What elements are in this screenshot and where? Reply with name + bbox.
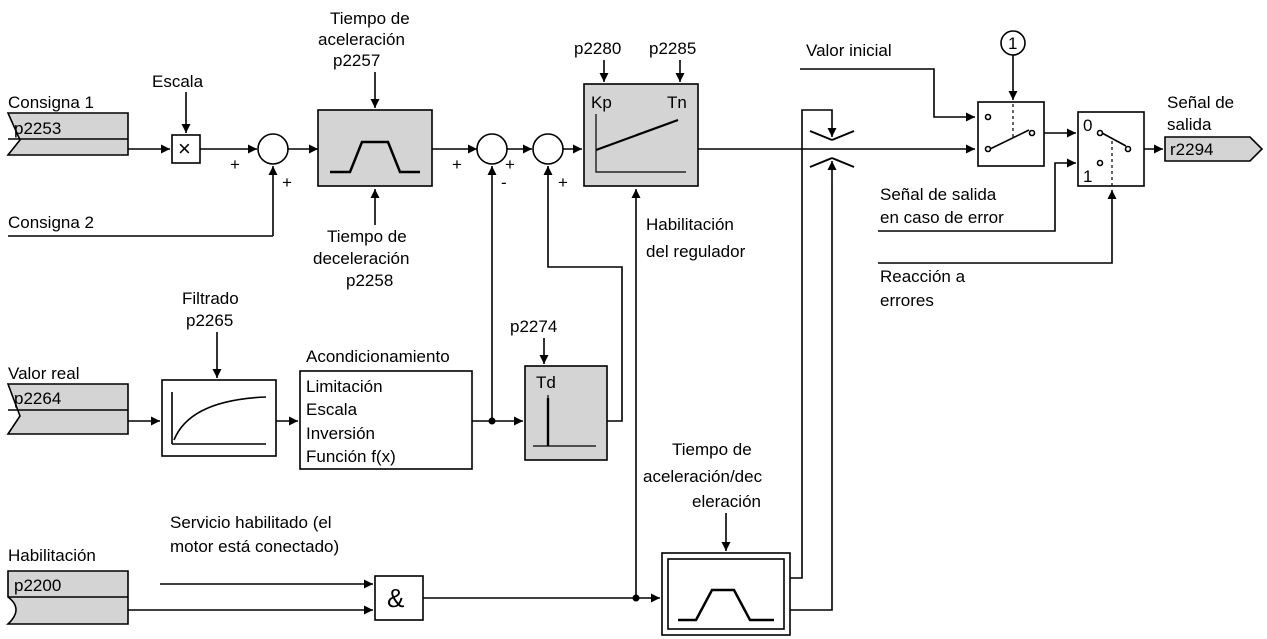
enable-label: Habilitación	[8, 546, 96, 565]
conditioning-item: Escala	[306, 400, 358, 419]
error-reaction-line2: errores	[880, 291, 934, 310]
accel-time-param: p2257	[333, 51, 380, 70]
tn-param: p2285	[649, 39, 696, 58]
pi-response-line	[595, 118, 679, 152]
multiply-symbol: ×	[178, 136, 191, 161]
enable-connector: Habilitación p2200	[5, 546, 129, 625]
tn-label: Tn	[667, 93, 687, 112]
pi-controller-block	[583, 83, 699, 187]
output-connector	[1164, 136, 1264, 162]
conditioning-block	[299, 370, 473, 470]
conditioning-item: Inversión	[306, 424, 375, 443]
filter-curve	[171, 392, 267, 445]
controller-enable-line2: del regulador	[646, 242, 746, 261]
ramp-time-line3: eleración	[692, 492, 761, 511]
scale-label: Escala	[152, 72, 204, 91]
sum1-plus-bottom: +	[282, 173, 292, 192]
decel-time-param: p2258	[346, 271, 393, 290]
service-enabled-line1: Servicio habilitado (el	[170, 513, 332, 532]
kp-label: Kp	[591, 93, 612, 112]
filter-param: p2265	[186, 311, 233, 330]
conditioning-title: Acondicionamiento	[306, 347, 450, 366]
ramp-time-block-inner	[667, 558, 785, 630]
service-enabled-line2: motor está conectado)	[170, 537, 339, 556]
controller-enable-line1: Habilitación	[646, 215, 734, 234]
sum3-plus-bottom: +	[558, 173, 568, 192]
setpoint1-param: p2253	[14, 119, 61, 138]
decel-time-line2: deceleración	[313, 249, 409, 268]
filter-label: Filtrado	[182, 289, 239, 308]
switch-label-0: 0	[1083, 116, 1092, 135]
output-param: r2294	[1170, 140, 1213, 159]
accel-time-line1: Tiempo de	[330, 9, 410, 28]
error-signal-line2: en caso de error	[880, 208, 1004, 227]
and-symbol: &	[387, 583, 404, 613]
actual-value-param: p2264	[14, 389, 61, 408]
error-signal-line1: Señal de salida	[880, 185, 997, 204]
enable-param: p2200	[14, 576, 61, 595]
setpoint1-label: Consigna 1	[8, 93, 94, 112]
conditioning-item: Función f(x)	[306, 447, 396, 466]
sum-junction-2	[476, 133, 508, 165]
decel-time-line1: Tiempo de	[327, 227, 407, 246]
initial-value-label: Valor inicial	[806, 41, 892, 60]
output-signal-line2: salida	[1167, 115, 1212, 134]
conditioning-item: Limitación	[306, 377, 383, 396]
ramp-symbol	[330, 140, 420, 174]
sum1-plus-left: +	[230, 155, 240, 174]
ramp-time-line2: aceleración/dec	[643, 467, 763, 486]
derivative-param: p2274	[510, 317, 557, 336]
kp-param: p2280	[574, 39, 621, 58]
ramp-time-line1: Tiempo de	[672, 440, 752, 459]
error-reaction-line1: Reacción a	[880, 267, 966, 286]
sum2-plus-right: +	[505, 155, 515, 174]
switch-label-1: 1	[1083, 167, 1092, 186]
derivative-block	[524, 365, 608, 461]
derivative-symbol: Td	[536, 373, 556, 392]
sum2-plus-left: +	[452, 155, 462, 174]
output-limiter	[809, 118, 855, 182]
setpoint2-label: Consigna 2	[8, 213, 94, 232]
sum-junction-3	[532, 133, 564, 165]
sum-junction-1	[257, 133, 289, 165]
ramp-time-symbol	[678, 588, 774, 622]
accel-time-line2: aceleración	[318, 30, 405, 49]
output-signal-line1: Señal de	[1167, 93, 1234, 112]
setpoint2-input: Consigna 2	[8, 213, 94, 232]
setpoint1-connector-shape	[6, 112, 129, 156]
actual-value-connector: Valor real p2264	[6, 364, 129, 435]
scale-multiplier	[171, 134, 201, 164]
setpoint1-connector: Consigna 1 p2253	[6, 93, 129, 156]
actual-value-label: Valor real	[8, 364, 80, 383]
marker-label: 1	[1008, 34, 1017, 53]
ramp-generator-block	[317, 109, 433, 187]
sum2-minus: -	[501, 173, 507, 192]
